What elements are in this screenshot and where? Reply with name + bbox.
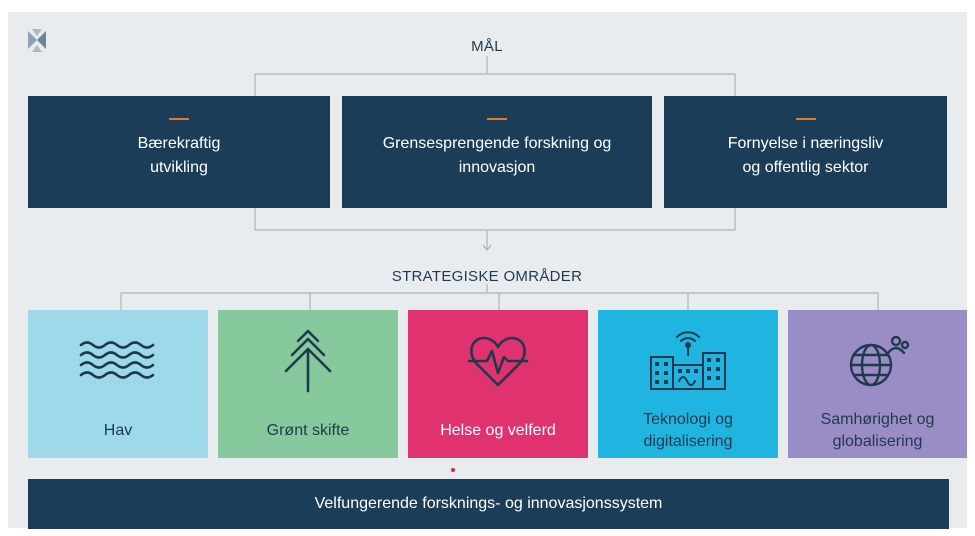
area-label: Samhørighet og globalisering (820, 411, 935, 450)
goal-box-renewal: Fornyelse i næringsliv og offentlig sekt… (664, 96, 947, 208)
goal-label: Grensesprengende forskning og innovasjon (382, 135, 612, 176)
area-label: Grønt skifte (266, 422, 350, 439)
waves-icon (79, 341, 155, 379)
goal-box-sustainable: Bærekraftig utvikling (28, 96, 330, 208)
smart-city-icon (650, 331, 726, 390)
goal-box-research: Grensesprengende forskning og innovasjon (342, 96, 652, 208)
area-health: Helse og velferd (408, 310, 588, 458)
areas-heading: STRATEGISKE OMRÅDER (391, 268, 583, 285)
area-green-shift: Grønt skifte (218, 310, 398, 458)
globe-people-icon (849, 335, 909, 387)
area-globalisation: Samhørighet og globalisering (788, 310, 967, 458)
area-label: Teknologi og digitalisering (643, 411, 733, 450)
heartbeat-icon (467, 336, 529, 387)
marker-dot (451, 468, 455, 472)
tree-icon (284, 329, 332, 393)
accent-dash (487, 118, 507, 120)
accent-dash (795, 118, 816, 120)
area-ocean: Hav (28, 310, 208, 458)
goal-label: Fornyelse i næringsliv og offentlig sekt… (727, 135, 884, 176)
footer-bar: Velfungerende forsknings- og innovasjons… (28, 479, 949, 529)
accent-dash (169, 118, 189, 120)
area-technology: Teknologi og digitalisering (598, 310, 778, 458)
goals-heading: MÅL (471, 38, 503, 55)
area-label: Helse og velferd (440, 422, 556, 439)
diagram-canvas: MÅL Bærekraftig utvikling Grensesprengen… (8, 12, 967, 529)
connector-lines (120, 56, 879, 310)
area-label: Hav (103, 422, 133, 439)
goal-label: Bærekraftig utvikling (137, 135, 221, 176)
logo-icon (28, 29, 46, 52)
